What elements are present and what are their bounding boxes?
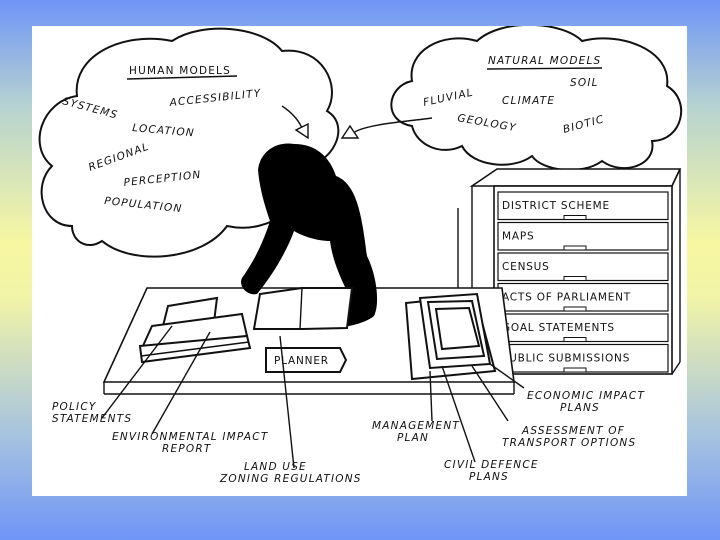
civil-defence-label-line2: PLANS (469, 471, 509, 483)
drawer-handle (563, 367, 587, 373)
natural-term-climate: CLIMATE (502, 95, 555, 107)
cabinet-drawer-label: MAPS (502, 231, 534, 243)
human-models-underline (126, 75, 238, 80)
human-models-arrowhead (294, 122, 309, 140)
drawer-handle (563, 276, 587, 281)
cabinet-drawer (497, 252, 669, 282)
land-use-leader (279, 335, 295, 469)
policy-label-line1: POLICY (52, 401, 97, 413)
drawer-handle (563, 215, 587, 220)
cabinet-drawer-label: PUBLIC SUBMISSIONS (502, 353, 630, 365)
environmental-leader (151, 331, 211, 435)
management-label-line1: MANAGEMENT (372, 420, 460, 432)
cabinet-drawer-label: GOAL STATEMENTS (502, 322, 615, 334)
economic-leader (489, 363, 525, 389)
economic-label-line1: ECONOMIC IMPACT (527, 390, 645, 402)
civil-defence-label-line1: CIVIL DEFENCE (444, 459, 539, 471)
transport-leader (471, 365, 509, 422)
cabinet-drawer (497, 221, 669, 251)
planner-sign-label: PLANNER (274, 355, 329, 367)
right-paper-stack-4 (434, 306, 481, 351)
cabinet-drawer-label: ACTS OF PARLIAMENT (502, 292, 631, 304)
human-term-location: LOCATION (132, 122, 196, 139)
open-book (252, 287, 354, 330)
drawer-handle (563, 337, 587, 342)
natural-term-soil: SOIL (570, 77, 599, 89)
civil-defence-leader (441, 365, 476, 463)
natural-models-cloud (390, 26, 683, 172)
natural-models-arrowhead (340, 124, 360, 139)
policy-label-line2: STATEMENTS (52, 413, 132, 425)
natural-models-underline (486, 67, 603, 70)
transport-label-line1: ASSESSMENT OF (521, 425, 625, 437)
human-models-title: HUMAN MODELS (129, 65, 231, 77)
drawer-handle (563, 306, 587, 312)
left-book-stack-edge (140, 341, 250, 357)
policy-leader (101, 325, 173, 419)
management-label-line2: PLAN (397, 432, 429, 444)
environmental-label-line2: REPORT (162, 443, 212, 455)
planner-silhouette (241, 143, 378, 329)
drawer-handle (563, 245, 587, 251)
transport-label-line2: TRANSPORT OPTIONS (502, 437, 636, 449)
cabinet-drawer (497, 191, 669, 221)
illustration-panel: HUMAN MODELS SYSTEMS ACCESSIBILITY LOCAT… (32, 26, 687, 496)
planner-sign (265, 347, 348, 373)
environmental-label-line1: ENVIRONMENTAL IMPACT (112, 431, 269, 443)
natural-models-title: NATURAL MODELS (488, 55, 601, 67)
cabinet-drawer-label: DISTRICT SCHEME (502, 200, 610, 212)
land-use-label-line1: LAND USE (244, 461, 307, 473)
land-use-label-line2: ZONING REGULATIONS (219, 473, 362, 485)
natural-models-arrow (351, 117, 433, 135)
open-book-spine (299, 287, 303, 330)
economic-label-line2: PLANS (560, 402, 600, 414)
cabinet-drawer-label: CENSUS (502, 261, 550, 273)
planner-illustration: HUMAN MODELS SYSTEMS ACCESSIBILITY LOCAT… (38, 26, 683, 485)
management-leader (429, 370, 433, 422)
